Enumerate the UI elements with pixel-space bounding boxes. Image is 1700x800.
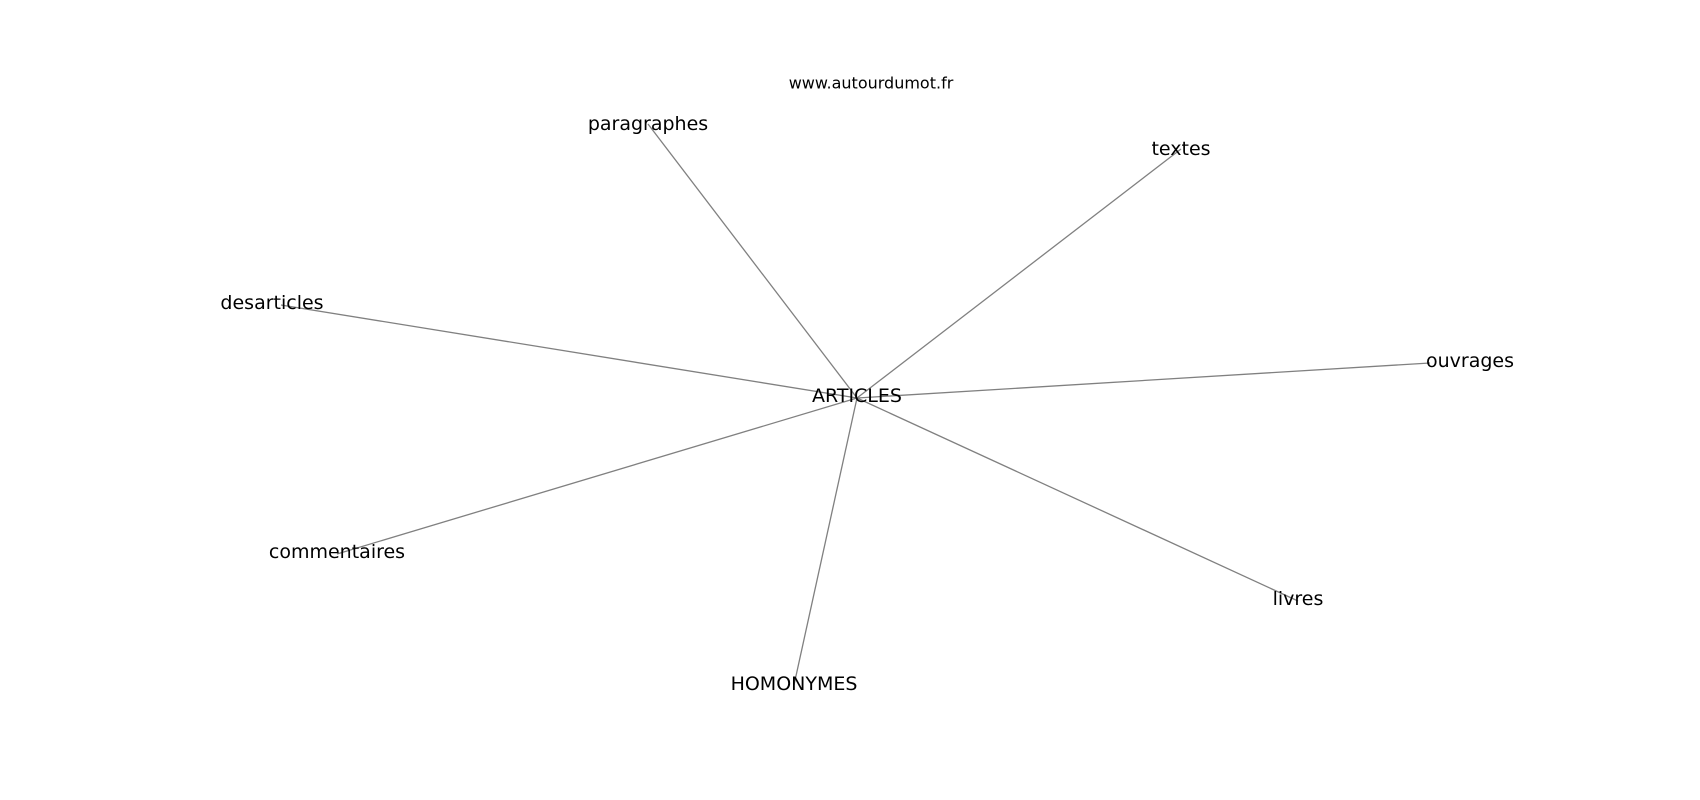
node-homonymes[interactable]: HOMONYMES [731, 673, 858, 695]
edge-commentaires [336, 397, 858, 555]
node-textes[interactable]: textes [1151, 138, 1210, 160]
edge-desarticles [280, 304, 858, 399]
node-center-articles[interactable]: ARTICLES [812, 385, 902, 407]
node-commentaires[interactable]: commentaires [269, 541, 405, 563]
edge-ouvrages [856, 362, 1431, 399]
edge-paragraphes [647, 123, 858, 399]
edge-livres [856, 397, 1299, 602]
node-desarticles[interactable]: desarticles [220, 292, 323, 314]
edge-textes [856, 148, 1182, 399]
site-watermark: www.autourdumot.fr [789, 74, 954, 93]
node-livres[interactable]: livres [1273, 588, 1324, 610]
node-paragraphes[interactable]: paragraphes [588, 113, 708, 135]
edges [280, 123, 1431, 686]
node-ouvrages[interactable]: ouvrages [1426, 350, 1514, 372]
edge-homonymes [793, 397, 858, 686]
